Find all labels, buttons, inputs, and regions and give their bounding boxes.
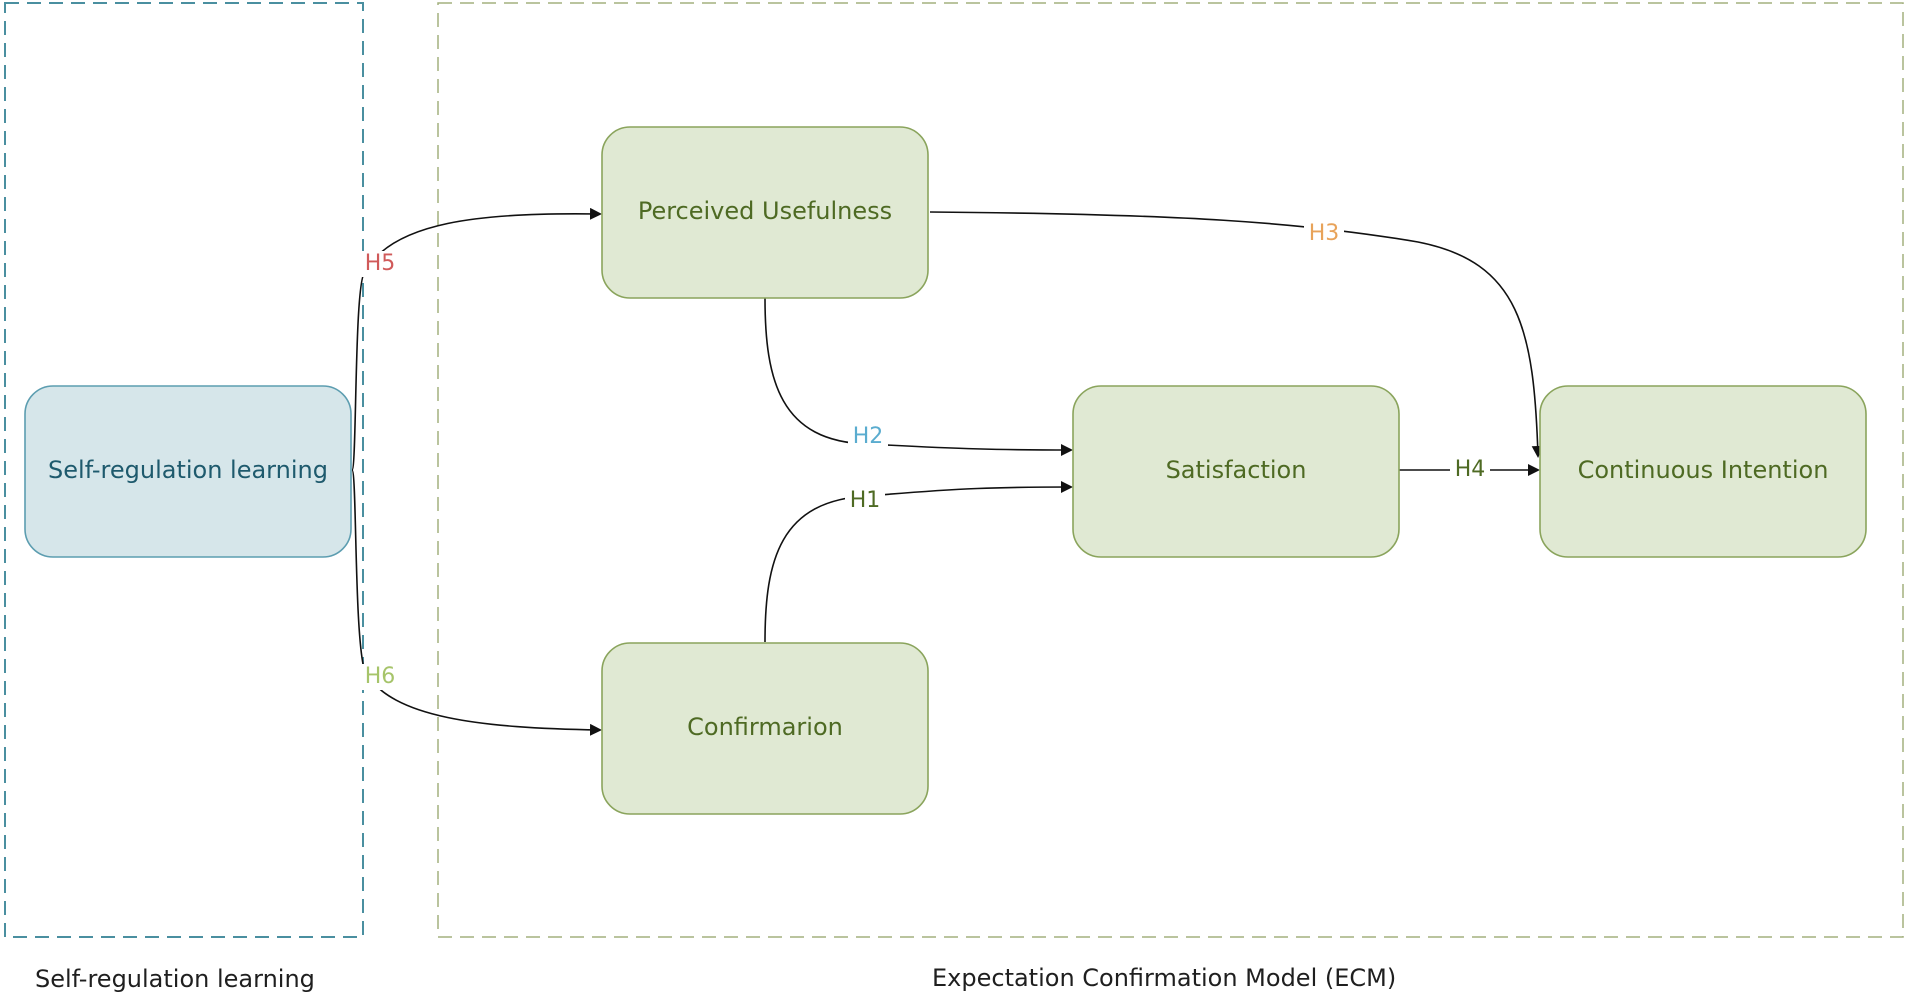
h4-label: H4 [1455, 457, 1486, 482]
ecm-group-caption: Expectation Confirmation Model (ECM) [932, 964, 1396, 992]
srl-node-shape [25, 386, 351, 557]
edge-h2 [764, 297, 1073, 456]
srl-node-border [24, 385, 352, 558]
hypothesis-h5: H5 [360, 251, 400, 277]
sat-node-label: Satisfaction [1166, 456, 1307, 484]
ecm-group-box [437, 2, 1904, 938]
node-confirmarion: Confirmarion [601, 642, 929, 815]
hypothesis-h6: H6 [360, 664, 400, 690]
h1-label: H1 [850, 488, 881, 513]
h6-label: H6 [365, 664, 396, 689]
h3-label: H3 [1309, 221, 1340, 246]
h2-label: H2 [853, 424, 884, 449]
node-satisfaction: Satisfaction [1072, 385, 1400, 558]
node-perceived-usefulness: Perceived Usefulness [601, 126, 929, 299]
sat-node-border [1072, 385, 1400, 558]
hypothesis-h2: H2 [848, 424, 888, 450]
hypothesis-h4: H4 [1450, 457, 1490, 483]
ci-node-label: Continuous Intention [1578, 456, 1829, 484]
edge-h1 [764, 481, 1073, 643]
srl-group-caption: Self-regulation learning [35, 965, 315, 993]
ci-node-shape [1540, 386, 1866, 557]
srl-group-box [4, 2, 364, 938]
hypothesis-h3: H3 [1304, 221, 1344, 247]
conf-node-border [601, 642, 929, 815]
edge-h3 [929, 211, 1544, 458]
pu-node-label: Perceived Usefulness [638, 197, 892, 225]
pu-node-shape [602, 127, 928, 298]
node-self-regulation-learning: Self-regulation learning [24, 385, 352, 558]
node-continuous-intention: Continuous Intention [1539, 385, 1867, 558]
hypothesis-h1: H1 [845, 488, 885, 514]
h5-label: H5 [365, 251, 396, 276]
srl-node-label: Self-regulation learning [48, 456, 328, 484]
pu-node-border [601, 126, 929, 299]
conf-node-label: Confirmarion [687, 713, 843, 741]
conf-node-shape [602, 643, 928, 814]
ci-node-border [1539, 385, 1867, 558]
edge-h6 [351, 469, 602, 736]
sat-node-shape [1073, 386, 1399, 557]
